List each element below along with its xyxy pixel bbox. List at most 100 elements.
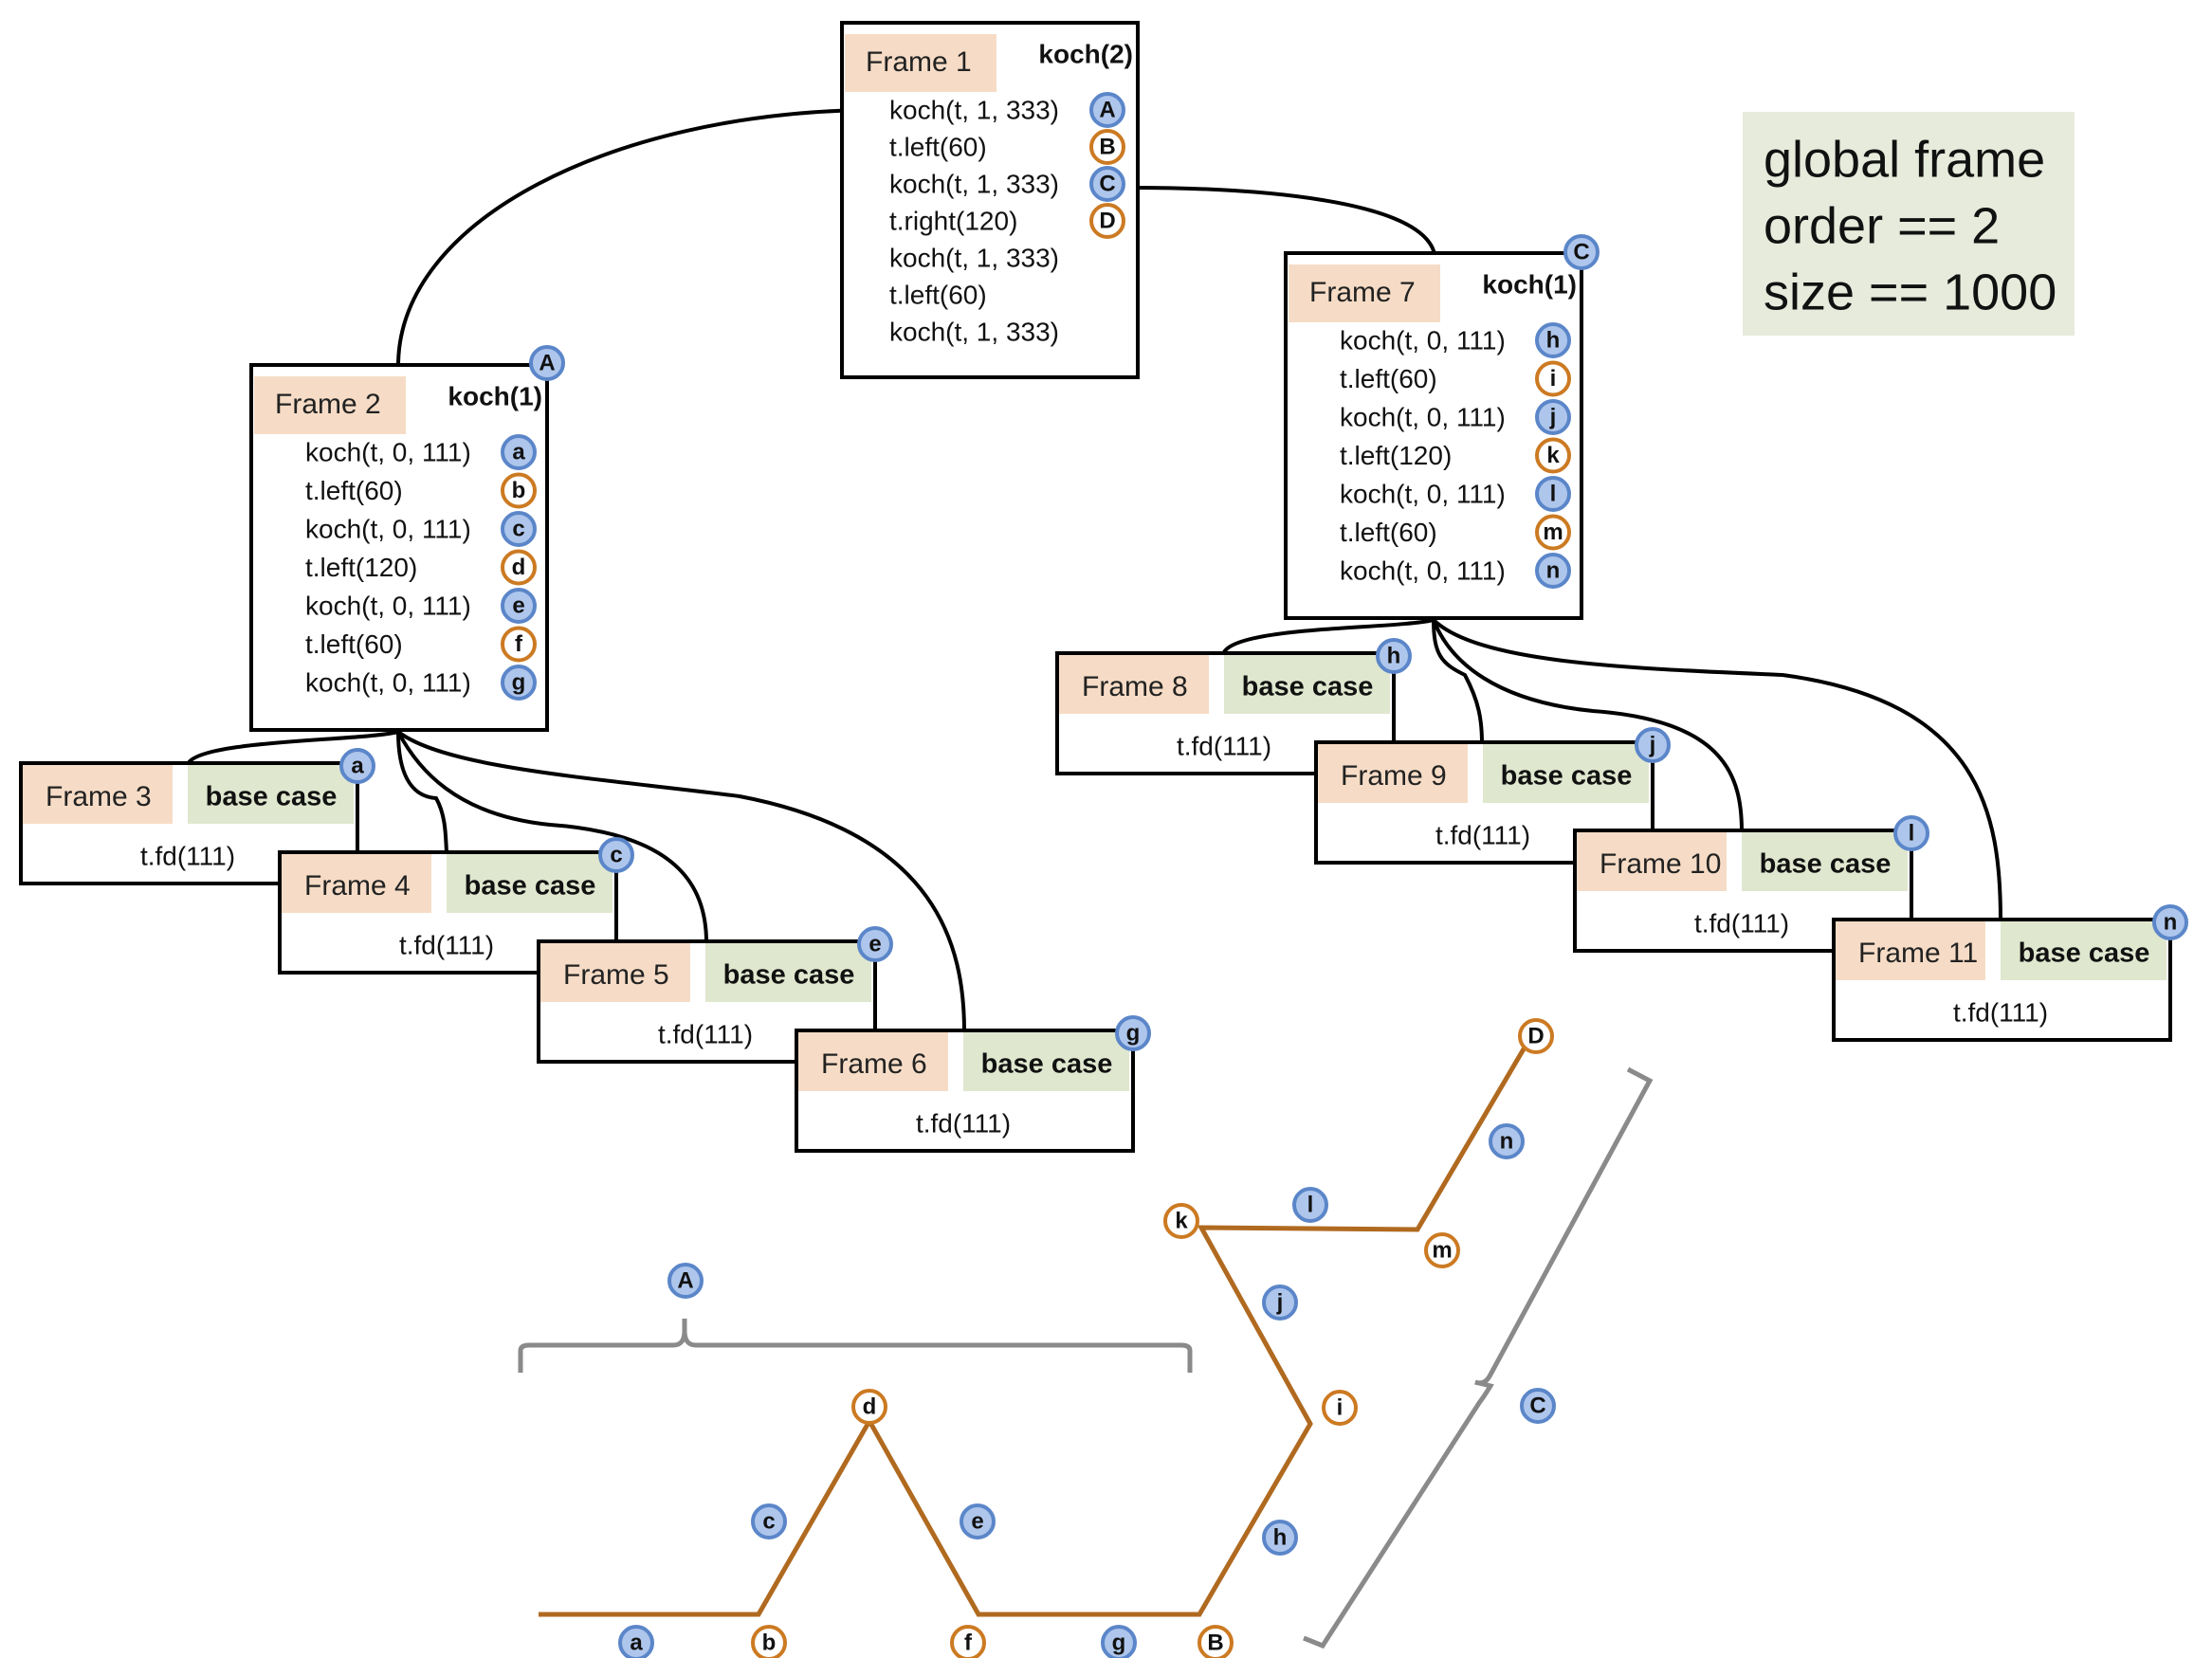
badge-letter: B <box>1099 134 1115 159</box>
badge-letter: C <box>1099 171 1115 196</box>
bracket-A <box>518 1319 1193 1373</box>
frame-corner-badge-A: A <box>529 345 565 381</box>
base-case-frame-1: Frame 3 base case t.fd(111) a <box>19 748 375 885</box>
frame-label: Frame 10 <box>1600 848 1721 880</box>
badge-letter: a <box>351 753 364 778</box>
badge-letter: e <box>512 592 524 618</box>
statement-badge-h: h <box>1535 322 1571 358</box>
global-frame-line: size == 1000 <box>1764 264 2057 320</box>
frame-function-name: koch(2) <box>1038 39 1133 68</box>
curve-label-f: f <box>950 1625 986 1658</box>
frame-label-bg <box>23 765 173 824</box>
frame-label: Frame 1 <box>866 46 972 78</box>
frame-label: Frame 8 <box>1082 671 1188 702</box>
statement-line: t.left(120) <box>305 553 417 582</box>
badge-circle <box>501 665 537 701</box>
frame-label: Frame 3 <box>46 781 152 812</box>
statement-badge-C: C <box>1089 166 1125 202</box>
badge-letter: C <box>1573 239 1589 264</box>
statement-badge-m: m <box>1535 514 1571 551</box>
statement-line: t.fd(111) <box>658 1019 753 1048</box>
connector-f7-f9 <box>1432 619 1484 744</box>
badge-circle <box>667 1263 704 1299</box>
curve-label-e: e <box>960 1503 996 1540</box>
badge-letter: l <box>1307 1192 1314 1217</box>
statement-badge-a: a <box>501 434 537 470</box>
badge-circle <box>1163 1203 1199 1239</box>
statement-line: koch(t, 0, 111) <box>305 667 471 697</box>
base-case-bg <box>2001 921 2166 980</box>
badge-letter: C <box>1529 1393 1545 1418</box>
badge-letter: c <box>610 842 622 867</box>
badge-letter: k <box>1546 443 1560 468</box>
frame-function-name: koch(1) <box>448 381 542 410</box>
frame-label-bg <box>1289 264 1440 322</box>
badge-letter: B <box>1207 1630 1223 1655</box>
badge-circle <box>501 434 537 470</box>
statement-badge-c: c <box>501 511 537 547</box>
curve-label-D: D <box>1518 1018 1554 1054</box>
statement-badge-k: k <box>1535 437 1571 474</box>
badge-letter: a <box>630 1630 643 1655</box>
connector-f2-f3 <box>186 730 399 766</box>
statement-line: koch(t, 0, 111) <box>1340 325 1506 355</box>
badge-letter: h <box>1273 1524 1288 1550</box>
statement-line: t.left(60) <box>889 132 987 161</box>
badge-circle <box>1322 1390 1358 1426</box>
badge-letter: m <box>1432 1237 1452 1263</box>
statement-badge-g: g <box>501 665 537 701</box>
badge-circle <box>501 588 537 624</box>
badge-circle <box>1535 476 1571 512</box>
statement-line: koch(t, 0, 111) <box>305 514 471 543</box>
badge-letter: j <box>1549 404 1557 429</box>
global-frame-bg <box>1743 112 2075 336</box>
statement-line: t.fd(111) <box>916 1108 1011 1138</box>
curve-label-d: d <box>851 1389 887 1425</box>
badge-letter: j <box>1276 1289 1284 1315</box>
badge-circle <box>1535 399 1571 435</box>
badge-letter: D <box>1527 1023 1544 1048</box>
curve-label-g: g <box>1101 1625 1137 1658</box>
statement-badge-n: n <box>1535 553 1571 589</box>
connector-f7-f10 <box>1432 619 1744 832</box>
badge-circle <box>1115 1015 1151 1051</box>
base-case-bg <box>447 854 612 913</box>
curve-label-a: a <box>618 1625 654 1658</box>
statement-line: koch(t, 0, 111) <box>305 591 471 620</box>
curve-label-l: l <box>1292 1187 1328 1223</box>
frame-label: Frame 5 <box>563 959 669 991</box>
frame-label-bg <box>1577 832 1727 891</box>
badge-circle <box>1518 1018 1554 1054</box>
frame-label-bg <box>1059 655 1209 714</box>
statement-line: koch(t, 0, 111) <box>305 437 471 466</box>
badge-letter: n <box>1546 557 1561 583</box>
frame-corner-badge-g: g <box>1115 1015 1151 1051</box>
base-case-label: base case <box>1760 849 1892 880</box>
statement-line: t.left(120) <box>1340 441 1452 470</box>
statement-line: t.fd(111) <box>1694 908 1789 938</box>
badge-letter: d <box>512 555 526 580</box>
curve-label-n: n <box>1489 1123 1525 1159</box>
curve-label-b: b <box>751 1625 787 1658</box>
badge-letter: b <box>512 478 526 503</box>
badge-circle <box>1262 1284 1298 1321</box>
statement-line: t.fd(111) <box>140 841 235 870</box>
badge-circle <box>1535 322 1571 358</box>
base-case-label: base case <box>206 782 338 812</box>
badge-letter: a <box>512 439 525 465</box>
badge-circle <box>1089 203 1125 239</box>
badge-letter: j <box>1649 732 1656 757</box>
badge-circle <box>1101 1625 1137 1658</box>
connector-f7-f11 <box>1432 618 2002 921</box>
base-case-label: base case <box>1242 672 1374 702</box>
frame-corner-badge-a: a <box>339 748 375 784</box>
badge-letter: A <box>677 1267 693 1293</box>
badge-circle <box>1535 360 1571 397</box>
frame-corner-badge-e: e <box>857 926 893 962</box>
statement-badge-D: D <box>1089 203 1125 239</box>
badge-letter: f <box>964 1630 973 1655</box>
